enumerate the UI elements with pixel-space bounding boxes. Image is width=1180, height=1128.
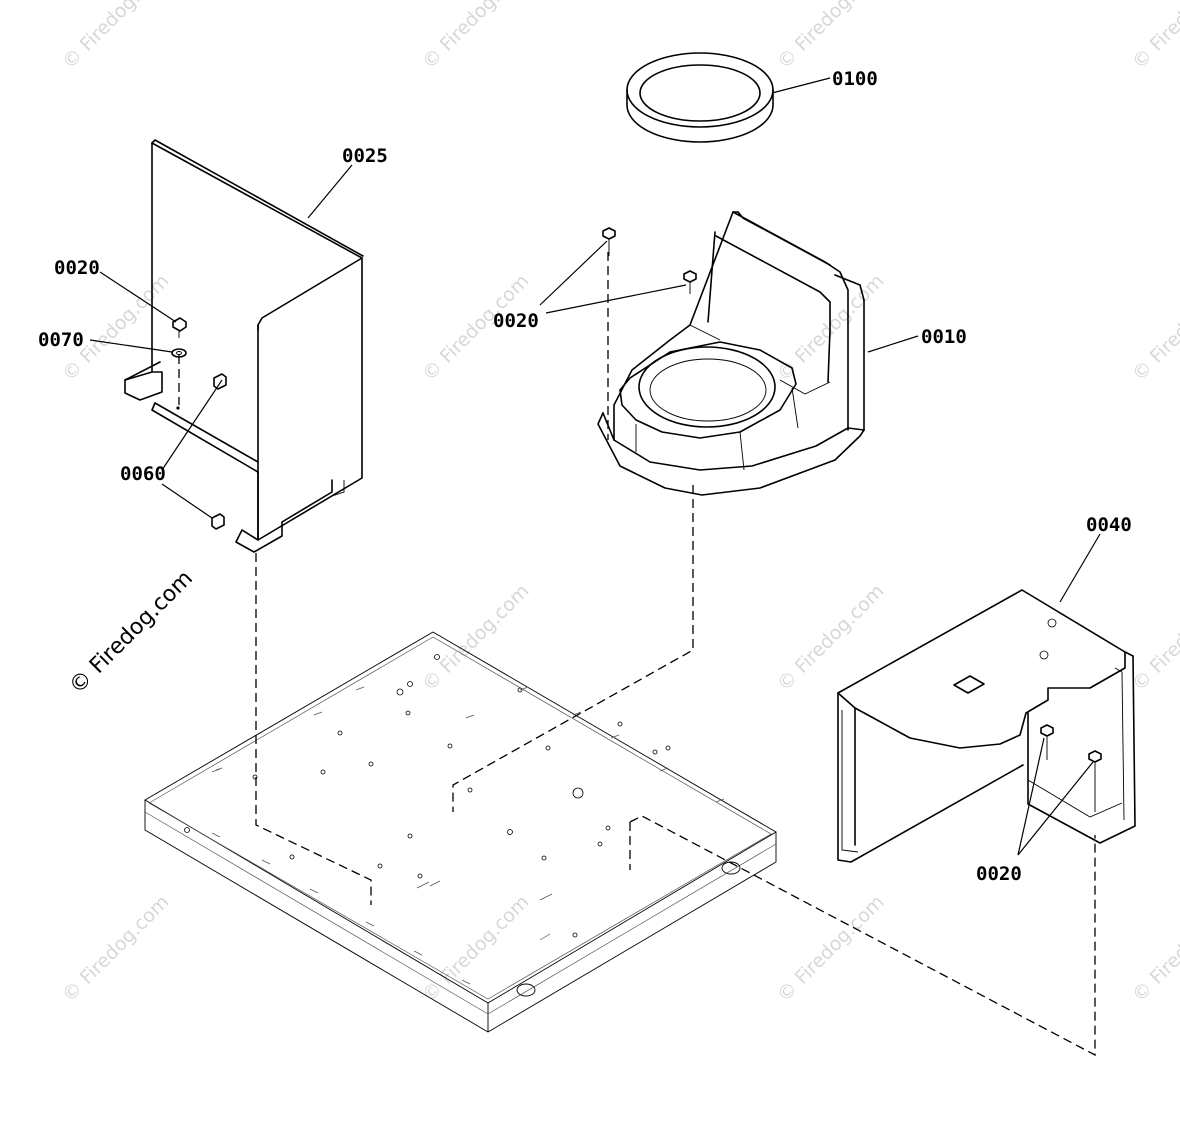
watermark: © Firedog.com — [773, 0, 888, 74]
watermark: © Firedog.com — [58, 0, 173, 74]
watermark: © Firedog.com — [58, 891, 173, 1006]
callout-0025: 0025 — [342, 145, 388, 167]
screw-icon — [172, 317, 187, 338]
watermark-layer: © Firedog.com © Firedog.com © Firedog.co… — [58, 0, 1180, 1007]
callout-0020-bracket: 0020 — [976, 863, 1022, 885]
gasket-ring-icon — [626, 52, 774, 143]
watermark: © Firedog.com — [773, 891, 888, 1006]
watermark: © Firedog.com — [58, 270, 173, 385]
callout-0020-top: 0020 — [493, 310, 539, 332]
callout-0040: 0040 — [1086, 514, 1132, 536]
watermark: © Firedog.com — [418, 891, 533, 1006]
washer-icon — [171, 348, 187, 358]
watermark: © Firedog.com — [1128, 270, 1180, 385]
watermark: © Firedog.com — [418, 580, 533, 695]
callout-labels: 0100 0025 0020 0070 0060 0020 0010 0040 … — [38, 68, 1132, 885]
callout-0100: 0100 — [832, 68, 878, 90]
clip-icon — [211, 373, 227, 530]
base-plate-icon — [144, 631, 777, 1033]
callout-0010: 0010 — [921, 326, 967, 348]
watermark: © Firedog.com — [1128, 891, 1180, 1006]
callout-0060: 0060 — [120, 463, 166, 485]
screw-icon — [1040, 724, 1102, 812]
callout-0020-left: 0020 — [54, 257, 100, 279]
firepot-icon — [597, 211, 865, 496]
screw-icon — [602, 227, 697, 294]
watermark: © Firedog.com — [418, 0, 533, 74]
bracket-icon — [837, 589, 1136, 863]
watermark: © Firedog.com — [1128, 580, 1180, 695]
watermark: © Firedog.com — [773, 580, 888, 695]
leader-lines — [89, 77, 1101, 856]
watermark-main: © Firedog.com — [65, 566, 198, 699]
callout-0070: 0070 — [38, 329, 84, 351]
watermark: © Firedog.com — [1128, 0, 1180, 74]
assembly-lines — [178, 252, 1096, 1057]
shield-icon — [124, 139, 364, 553]
